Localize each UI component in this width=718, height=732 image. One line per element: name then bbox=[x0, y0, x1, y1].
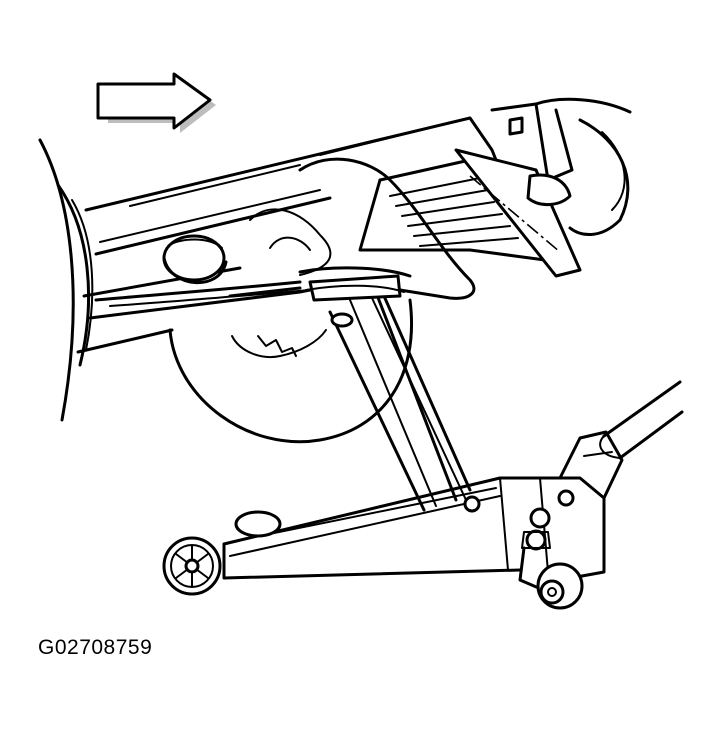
jack-pump-socket bbox=[521, 430, 624, 551]
rear-axle-housing bbox=[76, 116, 502, 354]
floor-jack-chassis bbox=[222, 476, 606, 582]
differential-housing bbox=[249, 157, 476, 300]
jack-caster-wheel bbox=[518, 546, 584, 610]
spring-mount bbox=[162, 234, 228, 285]
ribbed-heat-shield bbox=[358, 148, 582, 278]
right-arrow-icon bbox=[96, 72, 216, 133]
jack-front-wheel bbox=[162, 510, 282, 596]
figure-id-label: G02708759 bbox=[38, 636, 153, 659]
leaf-spring bbox=[94, 280, 311, 307]
jack-saddle bbox=[298, 266, 412, 293]
jack-handle bbox=[599, 380, 684, 460]
tire-outline bbox=[38, 138, 94, 422]
brake-drum bbox=[168, 298, 413, 444]
floor-jack-lift-arm bbox=[308, 274, 472, 512]
rear-bracket-assembly bbox=[490, 97, 632, 236]
